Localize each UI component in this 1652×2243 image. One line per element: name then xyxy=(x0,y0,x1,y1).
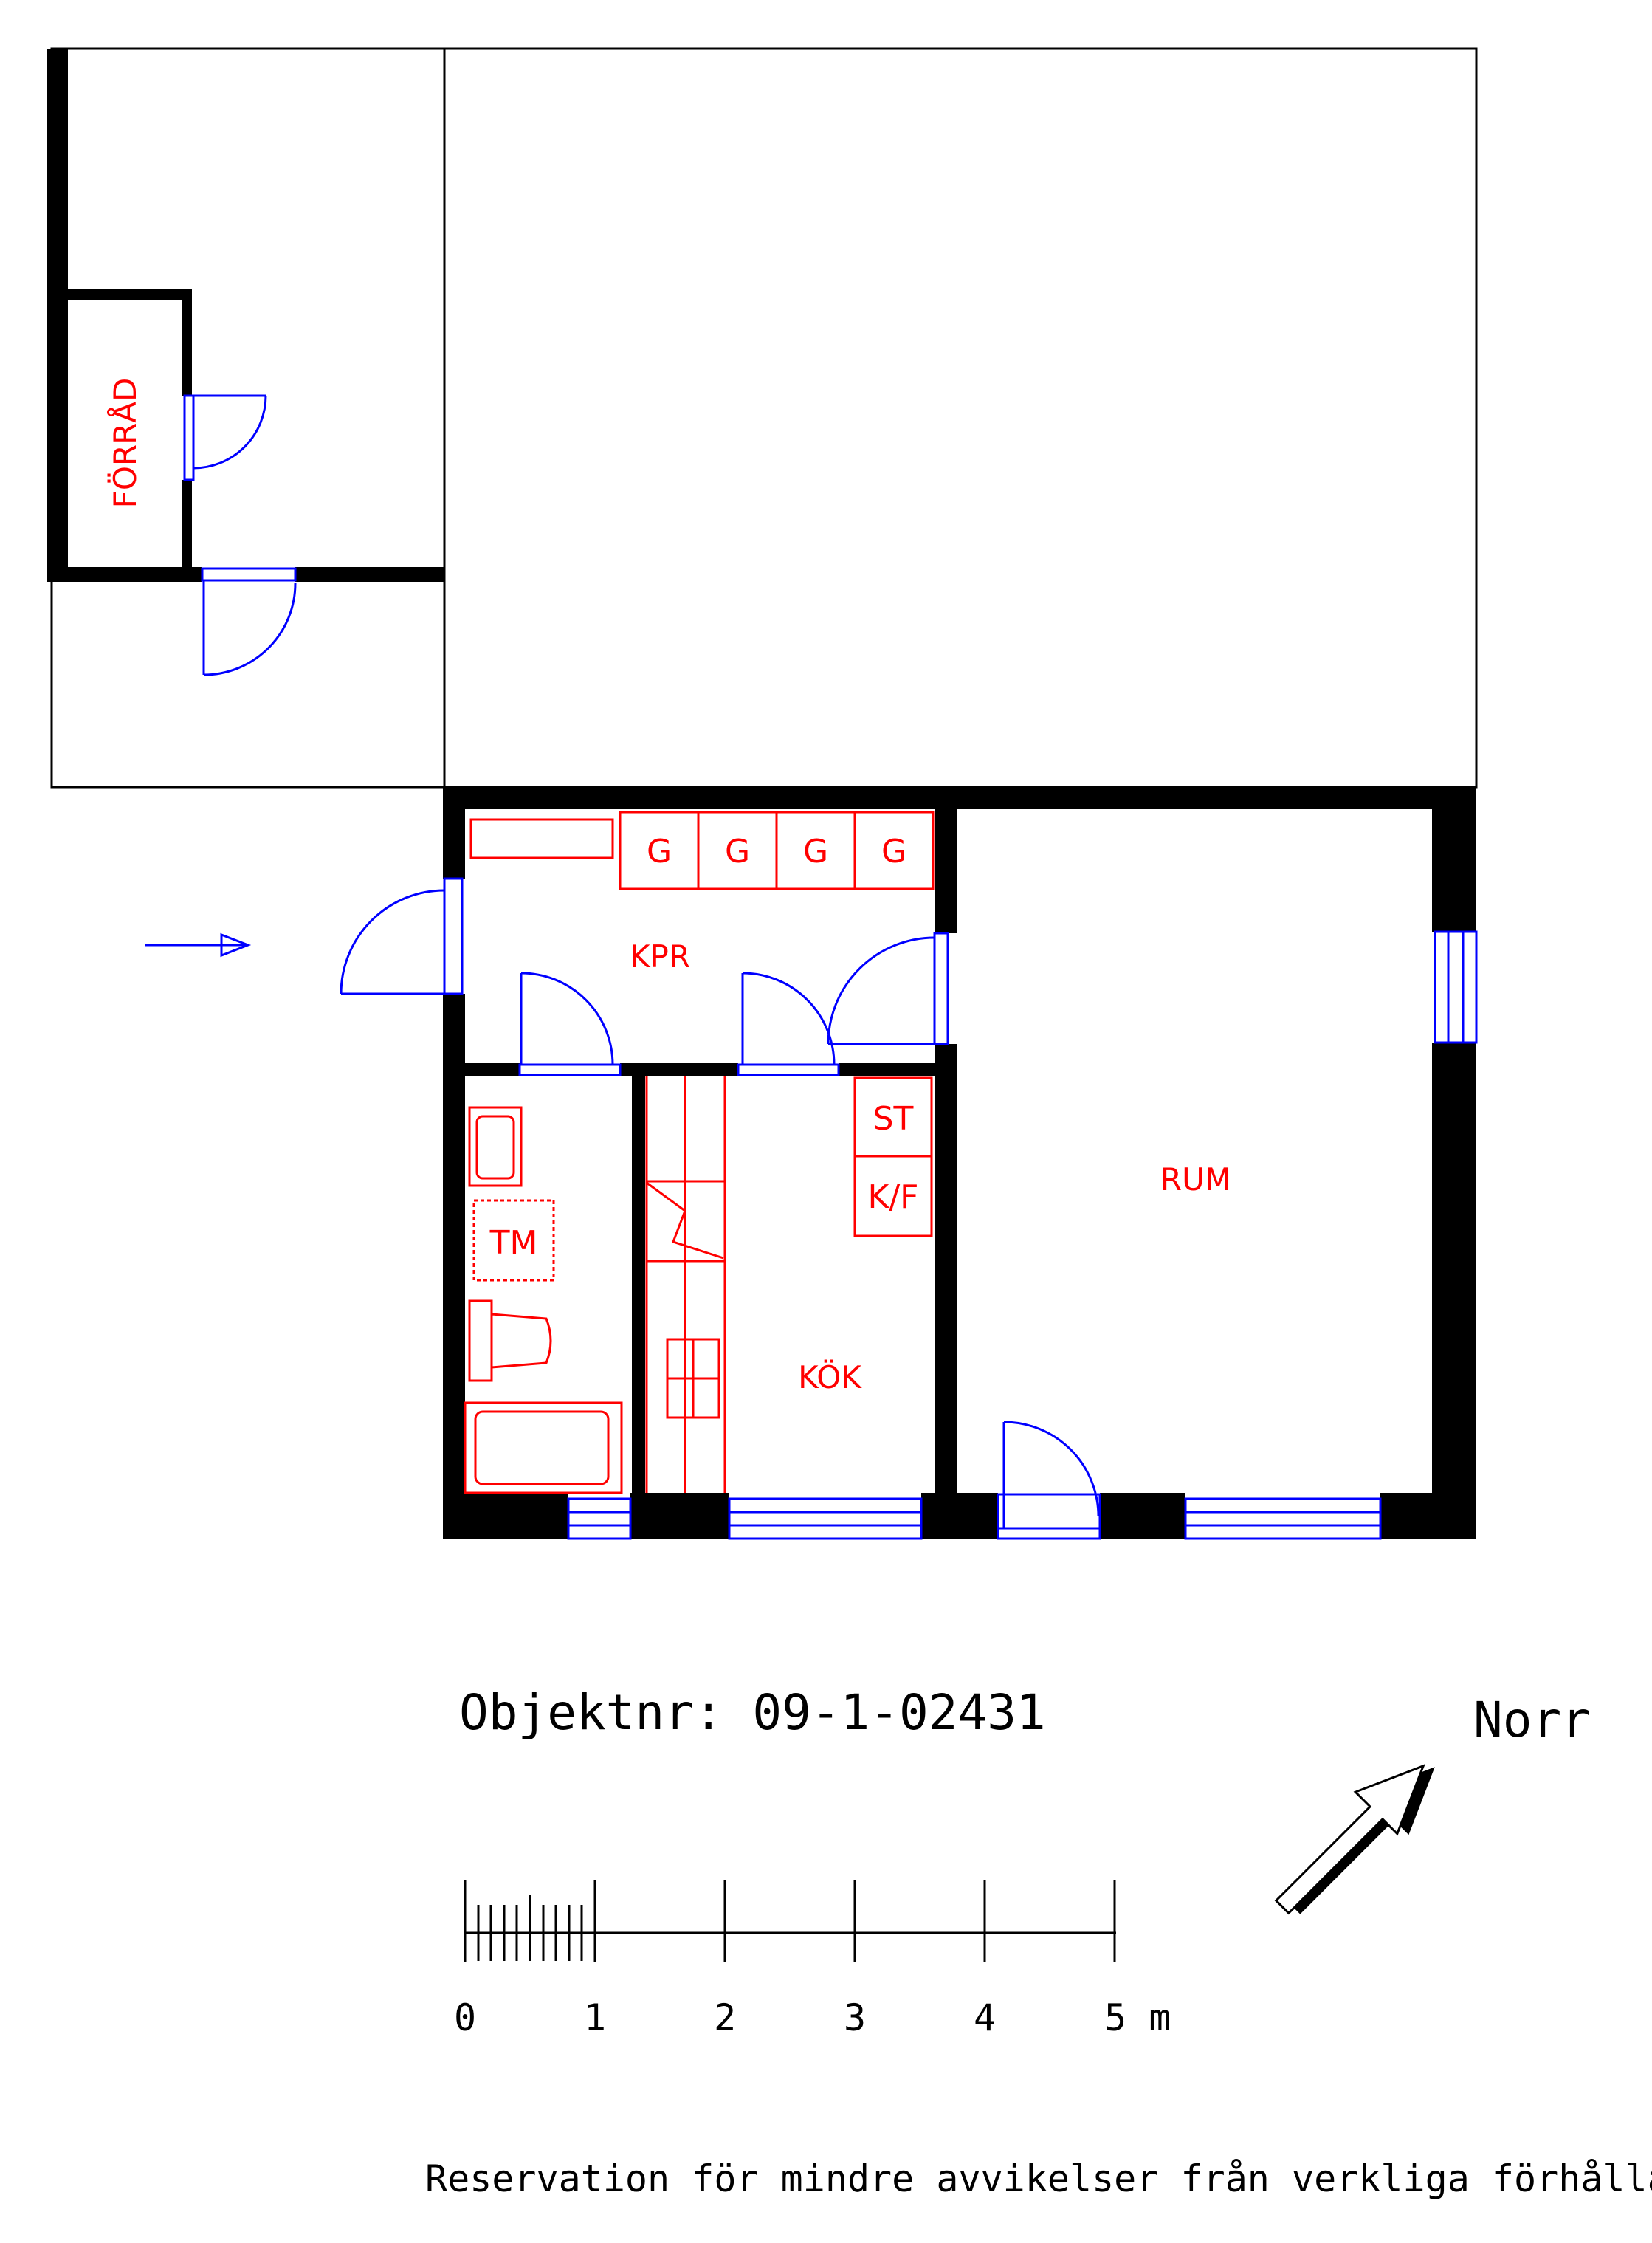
door-storage-interior xyxy=(183,394,267,481)
label-g-1: G xyxy=(647,833,672,870)
door-kitchen xyxy=(737,972,840,1076)
scale-label-0: 0 xyxy=(454,1996,476,2039)
window-bath xyxy=(567,1497,632,1540)
object-number: Objektnr: 09-1-02431 xyxy=(459,1684,1046,1741)
north-label: Norr xyxy=(1473,1691,1591,1748)
door-rum xyxy=(827,932,949,1045)
bathtub-icon xyxy=(464,1401,623,1494)
room-label-forrad: FÖRRÅD xyxy=(106,378,143,509)
entrance-arrow-icon xyxy=(145,932,252,958)
label-g-4: G xyxy=(881,833,906,870)
window-rum-south xyxy=(1184,1497,1382,1540)
door-storage-exterior xyxy=(201,567,297,676)
door-rum-exterior xyxy=(997,1421,1101,1540)
window-kitchen xyxy=(728,1497,923,1540)
outer-area-lines xyxy=(50,47,1478,789)
north-arrow-icon xyxy=(1274,1764,1435,1915)
scale-bar xyxy=(464,1880,1116,1962)
room-label-rum: RUM xyxy=(1160,1161,1231,1198)
door-bathroom xyxy=(518,972,622,1076)
label-g-2: G xyxy=(725,833,750,870)
label-tm: TM xyxy=(489,1224,538,1262)
fixtures xyxy=(464,811,935,1494)
window-rum-east xyxy=(1434,930,1478,1044)
disclaimer: Reservation för mindre avvikelser från v… xyxy=(425,2157,1652,2200)
storage-walls xyxy=(47,49,444,582)
scale-labels: 0 1 2 3 4 5 m xyxy=(454,1996,1171,2039)
doors xyxy=(183,394,1101,1540)
door-entrance xyxy=(340,877,464,995)
room-label-kok: KÖK xyxy=(798,1358,862,1395)
washer-tm xyxy=(472,1199,555,1282)
toilet-tank xyxy=(468,1299,493,1382)
stove-icon xyxy=(645,1180,726,1263)
cabinet-kf xyxy=(853,1155,933,1237)
scale-label-2: 2 xyxy=(714,1996,736,2039)
scale-label-1: 1 xyxy=(584,1996,606,2039)
scale-label-5: 5 m xyxy=(1104,1996,1171,2039)
scale-label-3: 3 xyxy=(844,1996,866,2039)
label-st: ST xyxy=(873,1100,914,1138)
label-g-3: G xyxy=(803,833,828,870)
windows xyxy=(567,930,1478,1540)
hat-shelf xyxy=(469,818,614,859)
scale-label-4: 4 xyxy=(974,1996,996,2039)
room-label-kpr: KPR xyxy=(630,938,690,975)
toilet-icon xyxy=(490,1313,552,1369)
sink-icon xyxy=(468,1106,523,1187)
label-kf: K/F xyxy=(868,1178,919,1216)
apartment-walls xyxy=(443,787,1476,1539)
